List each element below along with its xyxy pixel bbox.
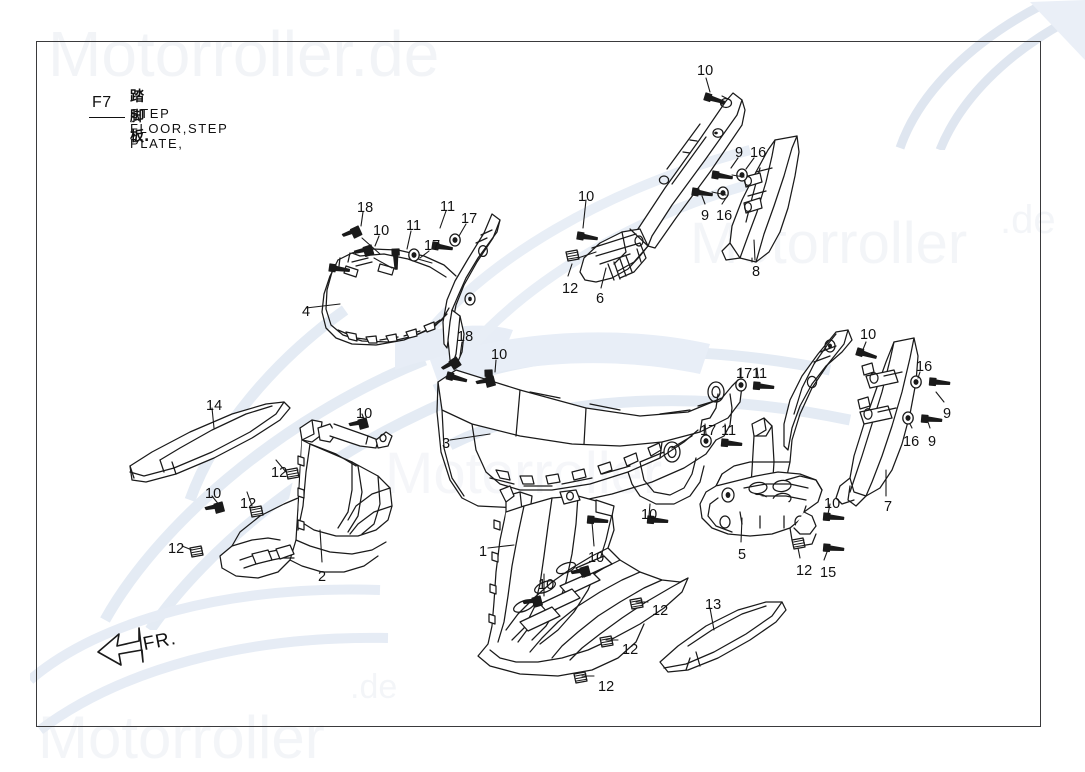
callout-number: 8 [752, 264, 761, 280]
callout-number: 9 [928, 434, 937, 450]
watermark-text: .de [350, 668, 398, 706]
callout-number: 11 [752, 366, 768, 382]
callout-number: 10 [588, 550, 605, 566]
part-7-shape [835, 337, 919, 507]
callout-number: 2 [318, 569, 327, 585]
part-8-shape [721, 135, 800, 263]
callout-number: 10 [578, 189, 595, 205]
callout-number: 12 [598, 679, 615, 695]
part-6-shape [579, 92, 746, 283]
orientation-arrow-group: FR. [95, 625, 178, 675]
callout-number: 9 [735, 145, 744, 161]
callout-number: 16 [916, 359, 933, 375]
callout-number: 10 [824, 496, 841, 512]
callout-number: 18 [457, 329, 474, 345]
callout-number: 11 [721, 423, 737, 439]
callout-number: 12 [168, 541, 185, 557]
callout-number: 16 [750, 145, 767, 161]
part-3-shape [436, 369, 743, 509]
callout-number: 12 [796, 563, 813, 579]
callout-number: 12 [652, 603, 669, 619]
callout-number: 10 [491, 347, 508, 363]
callout-number: 7 [884, 499, 893, 515]
callout-number: 10 [205, 486, 222, 502]
callout-number: 11 [440, 199, 456, 215]
callout-number: 3 [442, 436, 451, 452]
callout-number: 17 [736, 366, 753, 382]
watermark-swirl-bottom-left [30, 560, 390, 760]
callout-number: 12 [622, 642, 639, 658]
title-chinese: 踏脚板. [130, 89, 150, 145]
part-5-shape [699, 329, 853, 547]
callout-number: 6 [596, 291, 605, 307]
callout-number: 12 [271, 465, 288, 481]
callout-number: 14 [206, 398, 223, 414]
callout-number: 11 [406, 218, 422, 234]
callout-number: 17 [461, 211, 478, 227]
callout-number: 16 [716, 208, 733, 224]
callout-number: 10 [697, 63, 714, 79]
fr-arrow-icon [97, 627, 144, 666]
part-1-shape [477, 485, 689, 677]
part-2-shape [219, 419, 393, 579]
callout-number: 5 [738, 547, 747, 563]
part-14-shape [129, 401, 291, 483]
part-13-shape [659, 601, 787, 673]
callout-number: 10 [641, 507, 658, 523]
callout-number: 10 [538, 577, 555, 593]
callout-number: 17 [700, 423, 717, 439]
watermark-text: Motorroller [38, 704, 325, 771]
callout-number: 1 [479, 544, 488, 560]
callout-number: 10 [860, 327, 877, 343]
diagram-frame-border [36, 41, 1041, 727]
callout-number: 4 [302, 304, 311, 320]
callout-number: 16 [903, 434, 920, 450]
title-english: STEP FLOOR,STEP PLATE, [130, 106, 229, 151]
callout-number: 9 [943, 406, 952, 422]
watermark-text: .de [1000, 198, 1056, 242]
callout-number: 12 [240, 496, 257, 512]
callout-number: 13 [705, 597, 722, 613]
callout-number: 10 [373, 223, 390, 239]
section-code: F7 [92, 94, 112, 111]
callout-number: 12 [562, 281, 579, 297]
callout-number: 10 [356, 406, 373, 422]
callout-number: 18 [357, 200, 374, 216]
watermark-swirl-top-right [880, 0, 1085, 150]
callout-number: 17 [424, 238, 441, 254]
part-4-shape [321, 213, 501, 399]
section-code-underline [89, 117, 125, 119]
callout-number: 15 [820, 565, 837, 581]
watermark-text: Motorroller.de [48, 18, 440, 90]
callout-number: 9 [701, 208, 710, 224]
